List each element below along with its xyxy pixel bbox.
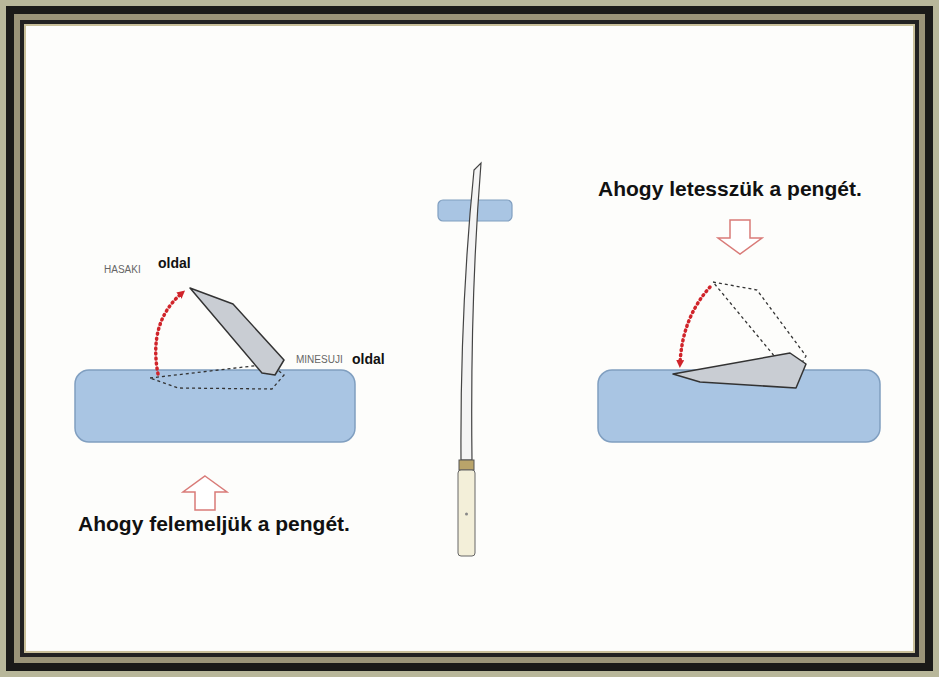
rotation-arrow [156, 293, 182, 374]
sword-blade [461, 163, 481, 460]
down-arrow [718, 220, 762, 254]
side-label: oldal [158, 256, 191, 271]
frame-line [20, 20, 919, 657]
side-label: oldal [352, 352, 385, 367]
blade-cross-section [673, 353, 806, 388]
up-arrow [183, 476, 227, 510]
part-name: MINESUJI [296, 354, 343, 365]
mekugi [465, 513, 468, 516]
caption-text: Ahogy felemeljük a pengét. [78, 512, 350, 535]
rotation-arrow [680, 287, 710, 364]
whetstone [75, 370, 355, 442]
blade-cross-section [190, 288, 284, 375]
habaki [459, 460, 474, 470]
outer-frame [6, 6, 933, 671]
part-name: HASAKI [104, 264, 141, 275]
caption-text: Ahogy letesszük a pengét. [598, 177, 862, 200]
sword-handle [458, 470, 475, 556]
panel [25, 25, 914, 652]
frame-band [14, 14, 925, 663]
